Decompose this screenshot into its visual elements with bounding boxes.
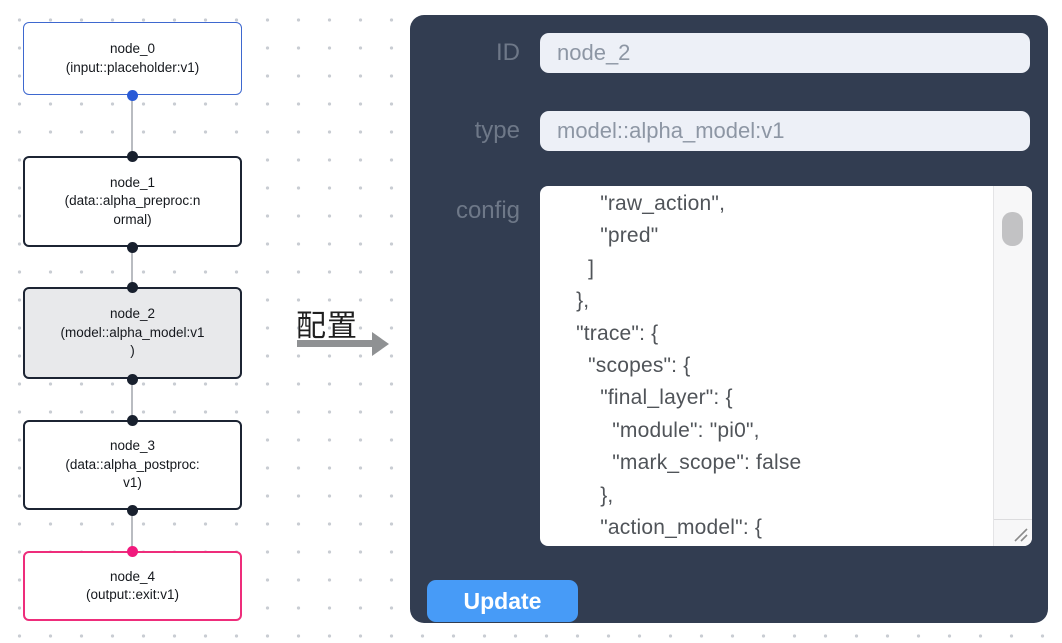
type-input[interactable] [540,111,1030,151]
scrollbar-separator [994,519,1032,520]
edge-node1-node2 [131,247,133,287]
port-node_3-out[interactable] [126,504,138,516]
config-field-label: config [455,197,520,224]
config-scrollbar-thumb[interactable] [1002,212,1023,246]
port-node_0-out[interactable] [126,89,138,101]
config-scrollbar-track[interactable] [993,186,1032,546]
node-subtitle: (model::alpha_model:v1 ) [60,324,205,359]
configure-arrow-label: 配置 [296,310,358,343]
edge-node2-node3 [131,379,133,420]
port-node_2-out[interactable] [126,373,138,385]
node-subtitle: (output::exit:v1) [85,587,180,602]
node-subtitle: (input::placeholder:v1) [65,59,200,75]
flow-node-node_4[interactable]: node_4 (output::exit:v1) [23,551,242,621]
node-title: node_4 [109,568,156,584]
port-node_3-in[interactable] [126,414,138,426]
node-subtitle: (data::alpha_preproc:n ormal) [64,193,201,227]
port-node_2-in[interactable] [126,281,138,293]
config-textarea[interactable]: "raw_action", "pred" ] }, "trace": { "sc… [540,186,1032,546]
edge-node3-node4 [131,510,133,551]
port-node_4-in[interactable] [126,545,138,557]
node-title: node_0 [109,41,156,56]
update-button[interactable]: Update [427,580,578,622]
resize-handle-icon[interactable] [1009,525,1029,543]
config-json-text[interactable]: "raw_action", "pred" ] }, "trace": { "sc… [576,192,802,540]
node-subtitle: (data::alpha_postproc: v1) [65,456,200,491]
port-node_1-in[interactable] [126,150,138,162]
arrow-right-icon [372,331,389,356]
flow-node-node_3[interactable]: node_3 (data::alpha_postproc: v1) [23,420,242,510]
flow-node-node_1[interactable]: node_1 (data::alpha_preproc:n ormal) [23,156,242,247]
flow-node-node_0[interactable]: node_0 (input::placeholder:v1) [23,22,242,95]
flow-node-node_2-selected[interactable]: node_2 (model::alpha_model:v1 ) [23,287,242,379]
node-title: node_3 [109,438,156,454]
id-input[interactable] [540,33,1030,73]
port-node_1-out[interactable] [126,241,138,253]
config-panel: ID type config "raw_action", "pred" ] },… [410,15,1048,623]
id-field-label: ID [496,39,520,66]
node-title: node_2 [109,306,156,322]
node-title: node_1 [109,174,156,190]
edge-node0-node1 [131,95,133,156]
type-field-label: type [474,117,520,144]
arrow-shaft [297,340,374,347]
